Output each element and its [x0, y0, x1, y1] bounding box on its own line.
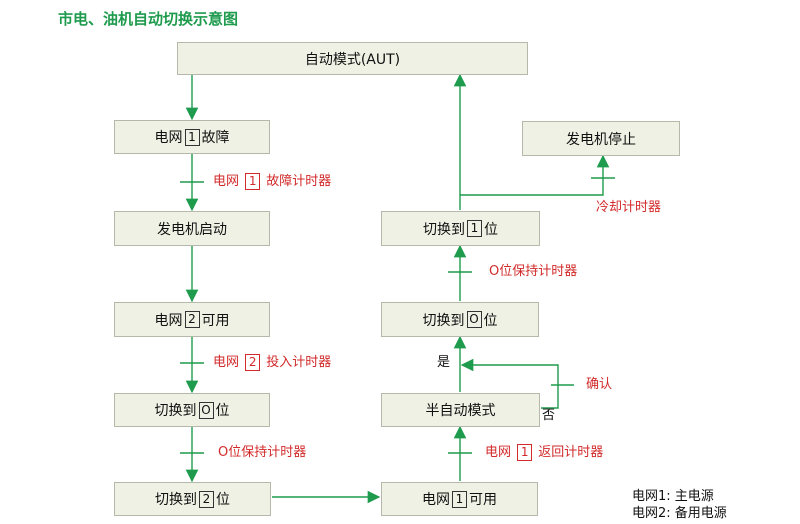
grid2-ok-num: 2 [184, 311, 200, 328]
no-label: 否 [542, 408, 556, 423]
switch-1-box: 切换到 1 位 [381, 211, 540, 246]
confirm-loop [460, 358, 559, 409]
o-hold-left-label: O位保持计时器 [218, 445, 307, 460]
cool-timer-label: 冷却计时器 [596, 200, 662, 215]
grid1-fault-timer-num: 1 [245, 173, 261, 190]
switch-o-right-num: O [466, 311, 482, 328]
grid1-fault-timer-pre: 电网 [213, 174, 240, 189]
switch-2-post: 位 [216, 492, 230, 508]
switch-1-post: 位 [484, 221, 498, 238]
grid1-fault-timer-post: 故障计时器 [266, 174, 332, 189]
grid1-return-timer-label: 电网 1 返回计时器 [485, 444, 603, 462]
switch-o-left-post: 位 [215, 403, 230, 419]
grid2-ok-box: 电网 2 可用 [114, 302, 270, 337]
switch-o-right-pre: 切换到 [422, 312, 465, 329]
switch-2-num: 2 [199, 490, 214, 508]
switch-1-num: 1 [467, 220, 482, 237]
legend-line-2: 电网2: 备用电源 [632, 506, 727, 521]
yes-label: 是 [437, 355, 451, 370]
grid2-input-timer-pre: 电网 [213, 355, 240, 370]
switch-1-pre: 切换到 [423, 221, 465, 238]
grid2-input-timer-label: 电网 2 投入计时器 [213, 354, 331, 372]
gen-stop-box: 发电机停止 [522, 121, 680, 156]
grid1-ok-pre: 电网 [422, 492, 450, 508]
switch-o-left-pre: 切换到 [154, 403, 197, 419]
auto-mode-box: 自动模式(AUT) [177, 42, 528, 75]
switch-o-left-box: 切换到 O 位 [114, 393, 270, 427]
grid2-ok-post: 可用 [201, 312, 230, 329]
grid1-ok-num: 1 [452, 490, 467, 508]
grid1-ok-box: 电网 1 可用 [381, 482, 538, 516]
o-hold-right-label: O位保持计时器 [489, 264, 578, 279]
gen-start-box: 发电机启动 [114, 211, 270, 246]
grid1-return-timer-num: 1 [517, 444, 533, 461]
semi-auto-box: 半自动模式 [381, 393, 540, 427]
confirm-label: 确认 [586, 377, 613, 392]
grid1-return-timer-post: 返回计时器 [538, 445, 604, 460]
grid2-ok-pre: 电网 [154, 312, 183, 329]
switch-o-right-box: 切换到 O 位 [381, 302, 539, 337]
grid1-fault-box: 电网 1 故障 [114, 120, 270, 154]
grid1-fault-timer-label: 电网 1 故障计时器 [213, 173, 331, 191]
grid2-input-timer-num: 2 [245, 354, 261, 371]
grid1-fault-pre: 电网 [154, 130, 183, 146]
grid2-input-timer-post: 投入计时器 [266, 355, 332, 370]
switch-2-pre: 切换到 [155, 492, 197, 508]
grid1-fault-post: 故障 [201, 130, 230, 146]
grid1-ok-post: 可用 [469, 492, 497, 508]
page-title: 市电、油机自动切换示意图 [58, 10, 239, 28]
switch-o-right-post: 位 [483, 312, 498, 329]
arrow-to-gen-stop [460, 154, 610, 196]
grid1-return-timer-pre: 电网 [485, 445, 512, 460]
grid1-fault-num: 1 [184, 128, 200, 146]
legend-line-1: 电网1: 主电源 [632, 489, 714, 504]
switch-2-box: 切换到 2 位 [114, 482, 271, 516]
switch-o-left-num: O [198, 401, 214, 419]
